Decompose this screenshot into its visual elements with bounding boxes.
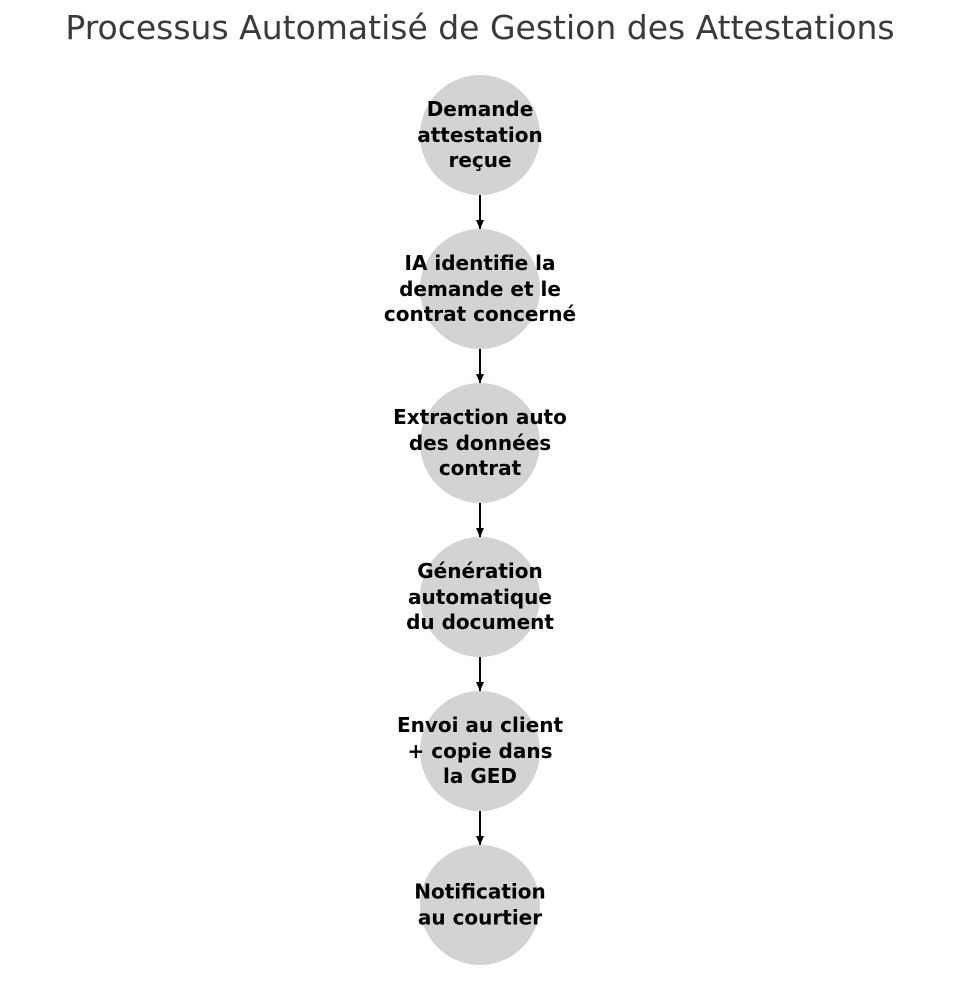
step-label-line: du document	[406, 609, 554, 634]
step-label-line: automatique	[408, 584, 552, 609]
step-node-5	[420, 691, 540, 811]
step-label-line: contrat	[438, 455, 522, 480]
step-label-line: contrat concerné	[383, 301, 577, 326]
step-node-2	[420, 229, 540, 349]
step-label-line: reçue	[448, 147, 512, 172]
step-label-line: Notification	[414, 879, 546, 904]
step-label-line: au courtier	[417, 905, 543, 929]
step-label-line: des données	[408, 430, 552, 455]
step-node-3	[420, 383, 540, 503]
step-label-line: Envoi au client	[396, 712, 564, 737]
step-nodes	[420, 75, 540, 965]
step-label-line: la GED	[443, 763, 517, 788]
step-label-line: Demande	[426, 96, 534, 121]
step-node-1	[420, 75, 540, 195]
step-label-line: Génération	[417, 558, 543, 583]
step-node-4	[420, 537, 540, 657]
step-label-line: attestation	[417, 122, 543, 147]
diagram-title: Processus Automatisé de Gestion des Atte…	[65, 8, 895, 47]
step-label-line: + copie dans	[407, 738, 553, 763]
step-label-line: IA identifie la	[404, 250, 556, 275]
step-node-6	[420, 845, 540, 965]
step-label-line: Extraction auto	[393, 404, 567, 429]
step-label-line: demande et le	[399, 276, 561, 301]
